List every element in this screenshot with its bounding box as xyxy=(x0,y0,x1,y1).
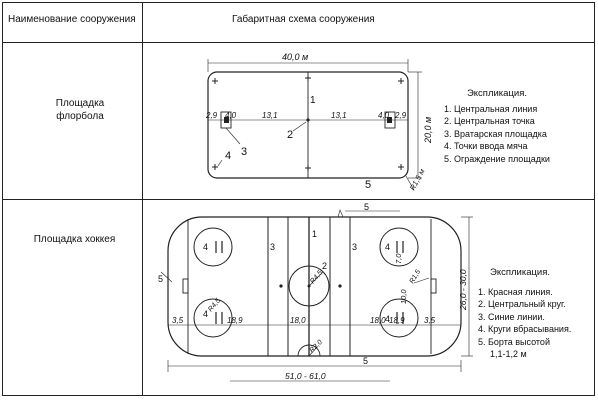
floorball-legend-item: 2. Центральная точка xyxy=(444,116,535,126)
floorball-goal-left xyxy=(224,117,229,123)
hockey-center-circle xyxy=(288,265,330,307)
hockey-callout-1: 1 xyxy=(312,229,317,239)
hockey-legend: Экспликация. 1. Красная линия. 2. Центра… xyxy=(478,267,571,361)
floorball-faceoff-points xyxy=(212,75,404,171)
hockey-boundary xyxy=(167,216,462,357)
hockey-referee-crease xyxy=(297,344,321,357)
hockey-goal-left xyxy=(182,278,189,294)
hockey-legend-item: 1,1-1,2 м xyxy=(490,349,527,359)
floorball-callout-5: 5 xyxy=(365,179,371,191)
header-divider xyxy=(2,42,595,43)
floorball-legend-item: 1. Центральная линия xyxy=(444,103,538,114)
hockey-seg-left-zone: 18,9 xyxy=(227,316,243,325)
hockey-callout-4-bl: 4 xyxy=(203,309,208,319)
column-header-scheme: Габаритная схема сооружения xyxy=(232,14,375,25)
hockey-callout-4-br: 4 xyxy=(385,314,390,324)
floorball-center-point xyxy=(306,118,310,122)
floorball-goal-area-right xyxy=(384,111,396,129)
floorball-goal-right xyxy=(387,117,392,123)
hockey-dim-length: 51,0 - 61,0 xyxy=(285,371,326,381)
hockey-seg-center-right: 18,0 xyxy=(370,316,386,325)
floorball-legend-title: Экспликация. xyxy=(466,88,527,99)
floorball-dim-width: 20,0 м xyxy=(423,117,433,144)
floorball-seg-right-b: 4,0 xyxy=(378,111,390,120)
floorball-seg-right-a: 2,9 xyxy=(394,111,407,120)
floorball-callout-4: 4 xyxy=(225,150,231,162)
floorball-callout-1: 1 xyxy=(310,95,316,106)
hockey-faceoff-circle-bl xyxy=(193,298,233,338)
hockey-callout-4-tl: 4 xyxy=(203,242,208,252)
hockey-legend-item: 4. Круги вбрасывания. xyxy=(478,324,572,334)
floorball-callout-2: 2 xyxy=(287,129,293,141)
floorball-callout-3: 3 xyxy=(241,146,247,158)
floorball-seg-left-b: 4,0 xyxy=(225,111,237,120)
column-header-name: Наименование сооружения xyxy=(8,14,136,25)
floorball-seg-mid-right: 13,1 xyxy=(331,111,347,120)
hockey-goal-right xyxy=(430,278,437,294)
hockey-name: Площадка хоккея xyxy=(33,234,116,245)
hockey-callout-4-tr: 4 xyxy=(385,242,390,252)
hockey-circle-radius: R4,5 xyxy=(309,269,324,285)
hockey-faceoff-circle-br xyxy=(379,298,419,338)
hockey-bottom-radius: R3,0 xyxy=(308,339,323,354)
hockey-legend-item: 2. Центральный круг. xyxy=(478,299,566,309)
hockey-dim-width: 26,0 - 30,0 xyxy=(458,269,468,311)
floorball-dim-length: 40,0 м xyxy=(282,52,308,62)
floorball-seg-left-a: 2,9 xyxy=(205,111,218,120)
hockey-callout-3-left: 3 xyxy=(270,242,275,252)
row-divider xyxy=(2,199,595,200)
floorball-goal-area-left xyxy=(220,111,232,129)
floorball-seg-mid-left: 13,1 xyxy=(262,111,278,120)
floorball-legend: Экспликация. 1. Центральная линия 2. Цен… xyxy=(444,88,550,165)
floorball-name: Площадка флорбола xyxy=(55,98,105,122)
hockey-seg-left-end: 3,5 xyxy=(172,316,184,325)
hockey-faceoff-circle-tl xyxy=(193,227,233,267)
hockey-seg-right-end: 3,5 xyxy=(424,316,436,325)
hockey-legend-title: Экспликация. xyxy=(490,267,551,278)
hockey-seg-center-left: 18,0 xyxy=(290,316,306,325)
floorball-legend-item: 3. Вратарская площадка xyxy=(444,128,547,139)
hockey-legend-item: 3. Синие линии. xyxy=(478,311,545,322)
hockey-legend-item: 1. Красная линия. xyxy=(478,286,553,297)
hockey-right-dim-2: 10,0 xyxy=(399,289,408,304)
hockey-callout-3-right: 3 xyxy=(352,242,357,252)
floorball-legend-item: 5. Ограждение площадки xyxy=(444,153,550,164)
hockey-faceoff-marks xyxy=(215,241,404,324)
hockey-dim-left: 5 xyxy=(158,274,163,284)
hockey-seg-right-zone: 18,9 xyxy=(389,316,405,325)
hockey-faceoff-circle-tr xyxy=(379,227,419,267)
hockey-legend-item: 5. Борта высотой xyxy=(478,336,550,347)
hockey-right-dim: 7,0 xyxy=(394,253,403,264)
hockey-dim-top: 5 xyxy=(364,202,369,212)
hockey-dim-bottom: 5 xyxy=(363,356,368,366)
hockey-callout-2: 2 xyxy=(322,261,327,271)
hockey-corner-radius: R1,5 xyxy=(409,269,423,285)
floorball-legend-item: 4. Точки ввода мяча xyxy=(444,141,528,151)
